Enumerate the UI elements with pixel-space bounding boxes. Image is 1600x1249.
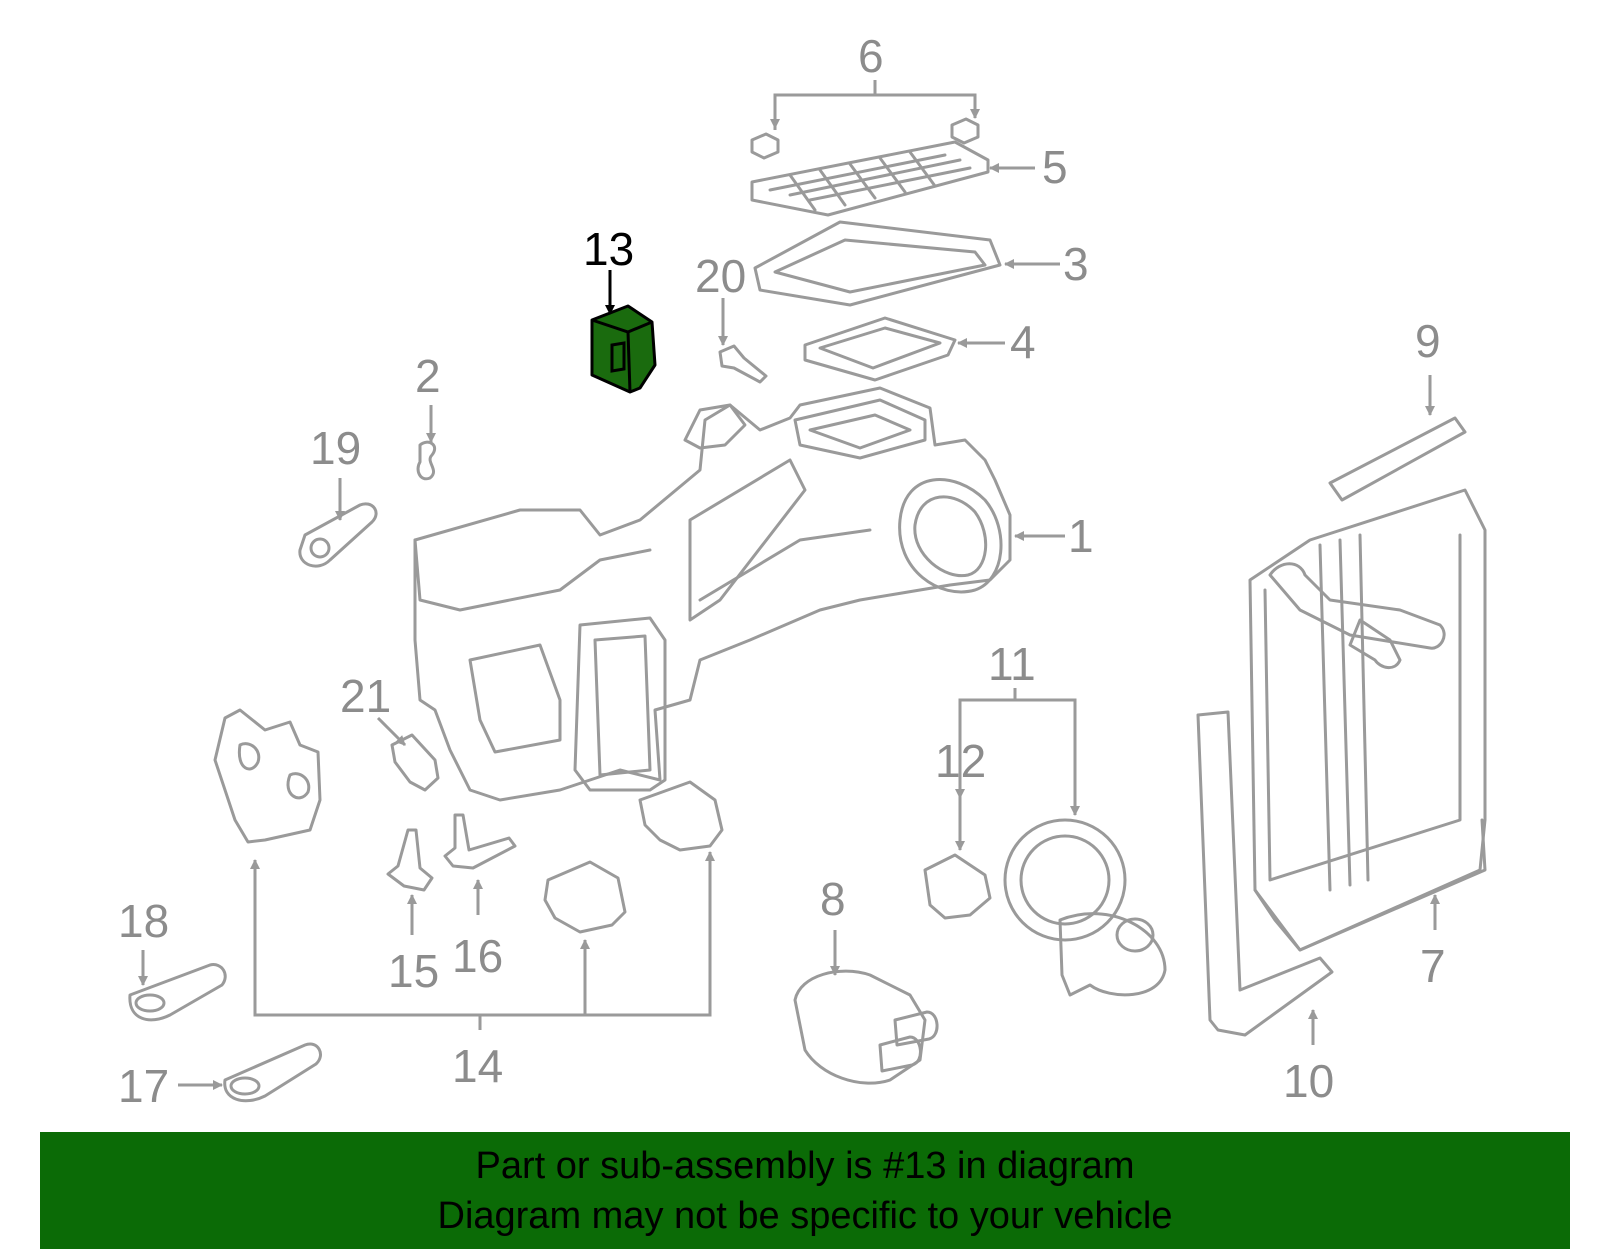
- footer-banner: Part or sub-assembly is #13 in diagram D…: [40, 1132, 1570, 1249]
- callout-3: 3: [1063, 238, 1089, 290]
- part-2-clip: [416, 440, 437, 481]
- callout-1: 1: [1068, 510, 1094, 562]
- callout-2: 2: [415, 350, 441, 402]
- callout-11: 11: [988, 638, 1036, 690]
- part-3-cover: [753, 220, 1002, 307]
- part-18-17-levers: [128, 963, 322, 1103]
- callout-16: 16: [452, 930, 503, 982]
- part-12-resistor: [923, 853, 992, 920]
- part-8-motor: [793, 969, 939, 1085]
- callout-12: 12: [935, 735, 986, 787]
- callout-19: 19: [310, 422, 361, 474]
- part-6-nuts: [750, 117, 980, 160]
- callout-9: 9: [1415, 315, 1441, 367]
- part-7-heater-core: [1248, 488, 1487, 952]
- part-15-16-pins: [386, 813, 517, 892]
- callout-6: 6: [858, 30, 884, 82]
- callout-20: 20: [695, 250, 746, 302]
- part-20-sensor: [718, 344, 768, 384]
- callout-4: 4: [1010, 316, 1036, 368]
- callout-13: 13: [583, 223, 634, 275]
- footer-line-2: Diagram may not be specific to your vehi…: [437, 1194, 1173, 1237]
- callout-7: 7: [1420, 940, 1446, 992]
- leader-lines: [138, 80, 1440, 1090]
- callout-5: 5: [1042, 141, 1068, 193]
- part-9-seal: [1328, 416, 1467, 502]
- part-14-actuators: [213, 708, 724, 934]
- callout-labels: 6 5 3 13 20 4 9 2 19 1 11 21 12 8 18 16 …: [118, 30, 1446, 1112]
- part-5-filter: [750, 140, 990, 217]
- callout-17: 17: [118, 1060, 169, 1112]
- part-10-seal: [1196, 710, 1334, 1037]
- callout-21: 21: [340, 670, 391, 722]
- part-11-blower: [1003, 818, 1167, 997]
- part-19-lever: [298, 502, 378, 568]
- part-4-gasket: [803, 316, 957, 382]
- callout-8: 8: [820, 873, 846, 925]
- part-13-actuator: [590, 304, 657, 394]
- callout-14: 14: [452, 1040, 503, 1092]
- callout-15: 15: [388, 945, 439, 997]
- part-1-housing: [413, 386, 1012, 802]
- part-21-connector: [390, 733, 440, 792]
- callout-18: 18: [118, 895, 169, 947]
- footer-line-1: Part or sub-assembly is #13 in diagram: [475, 1144, 1135, 1187]
- callout-10: 10: [1283, 1055, 1334, 1107]
